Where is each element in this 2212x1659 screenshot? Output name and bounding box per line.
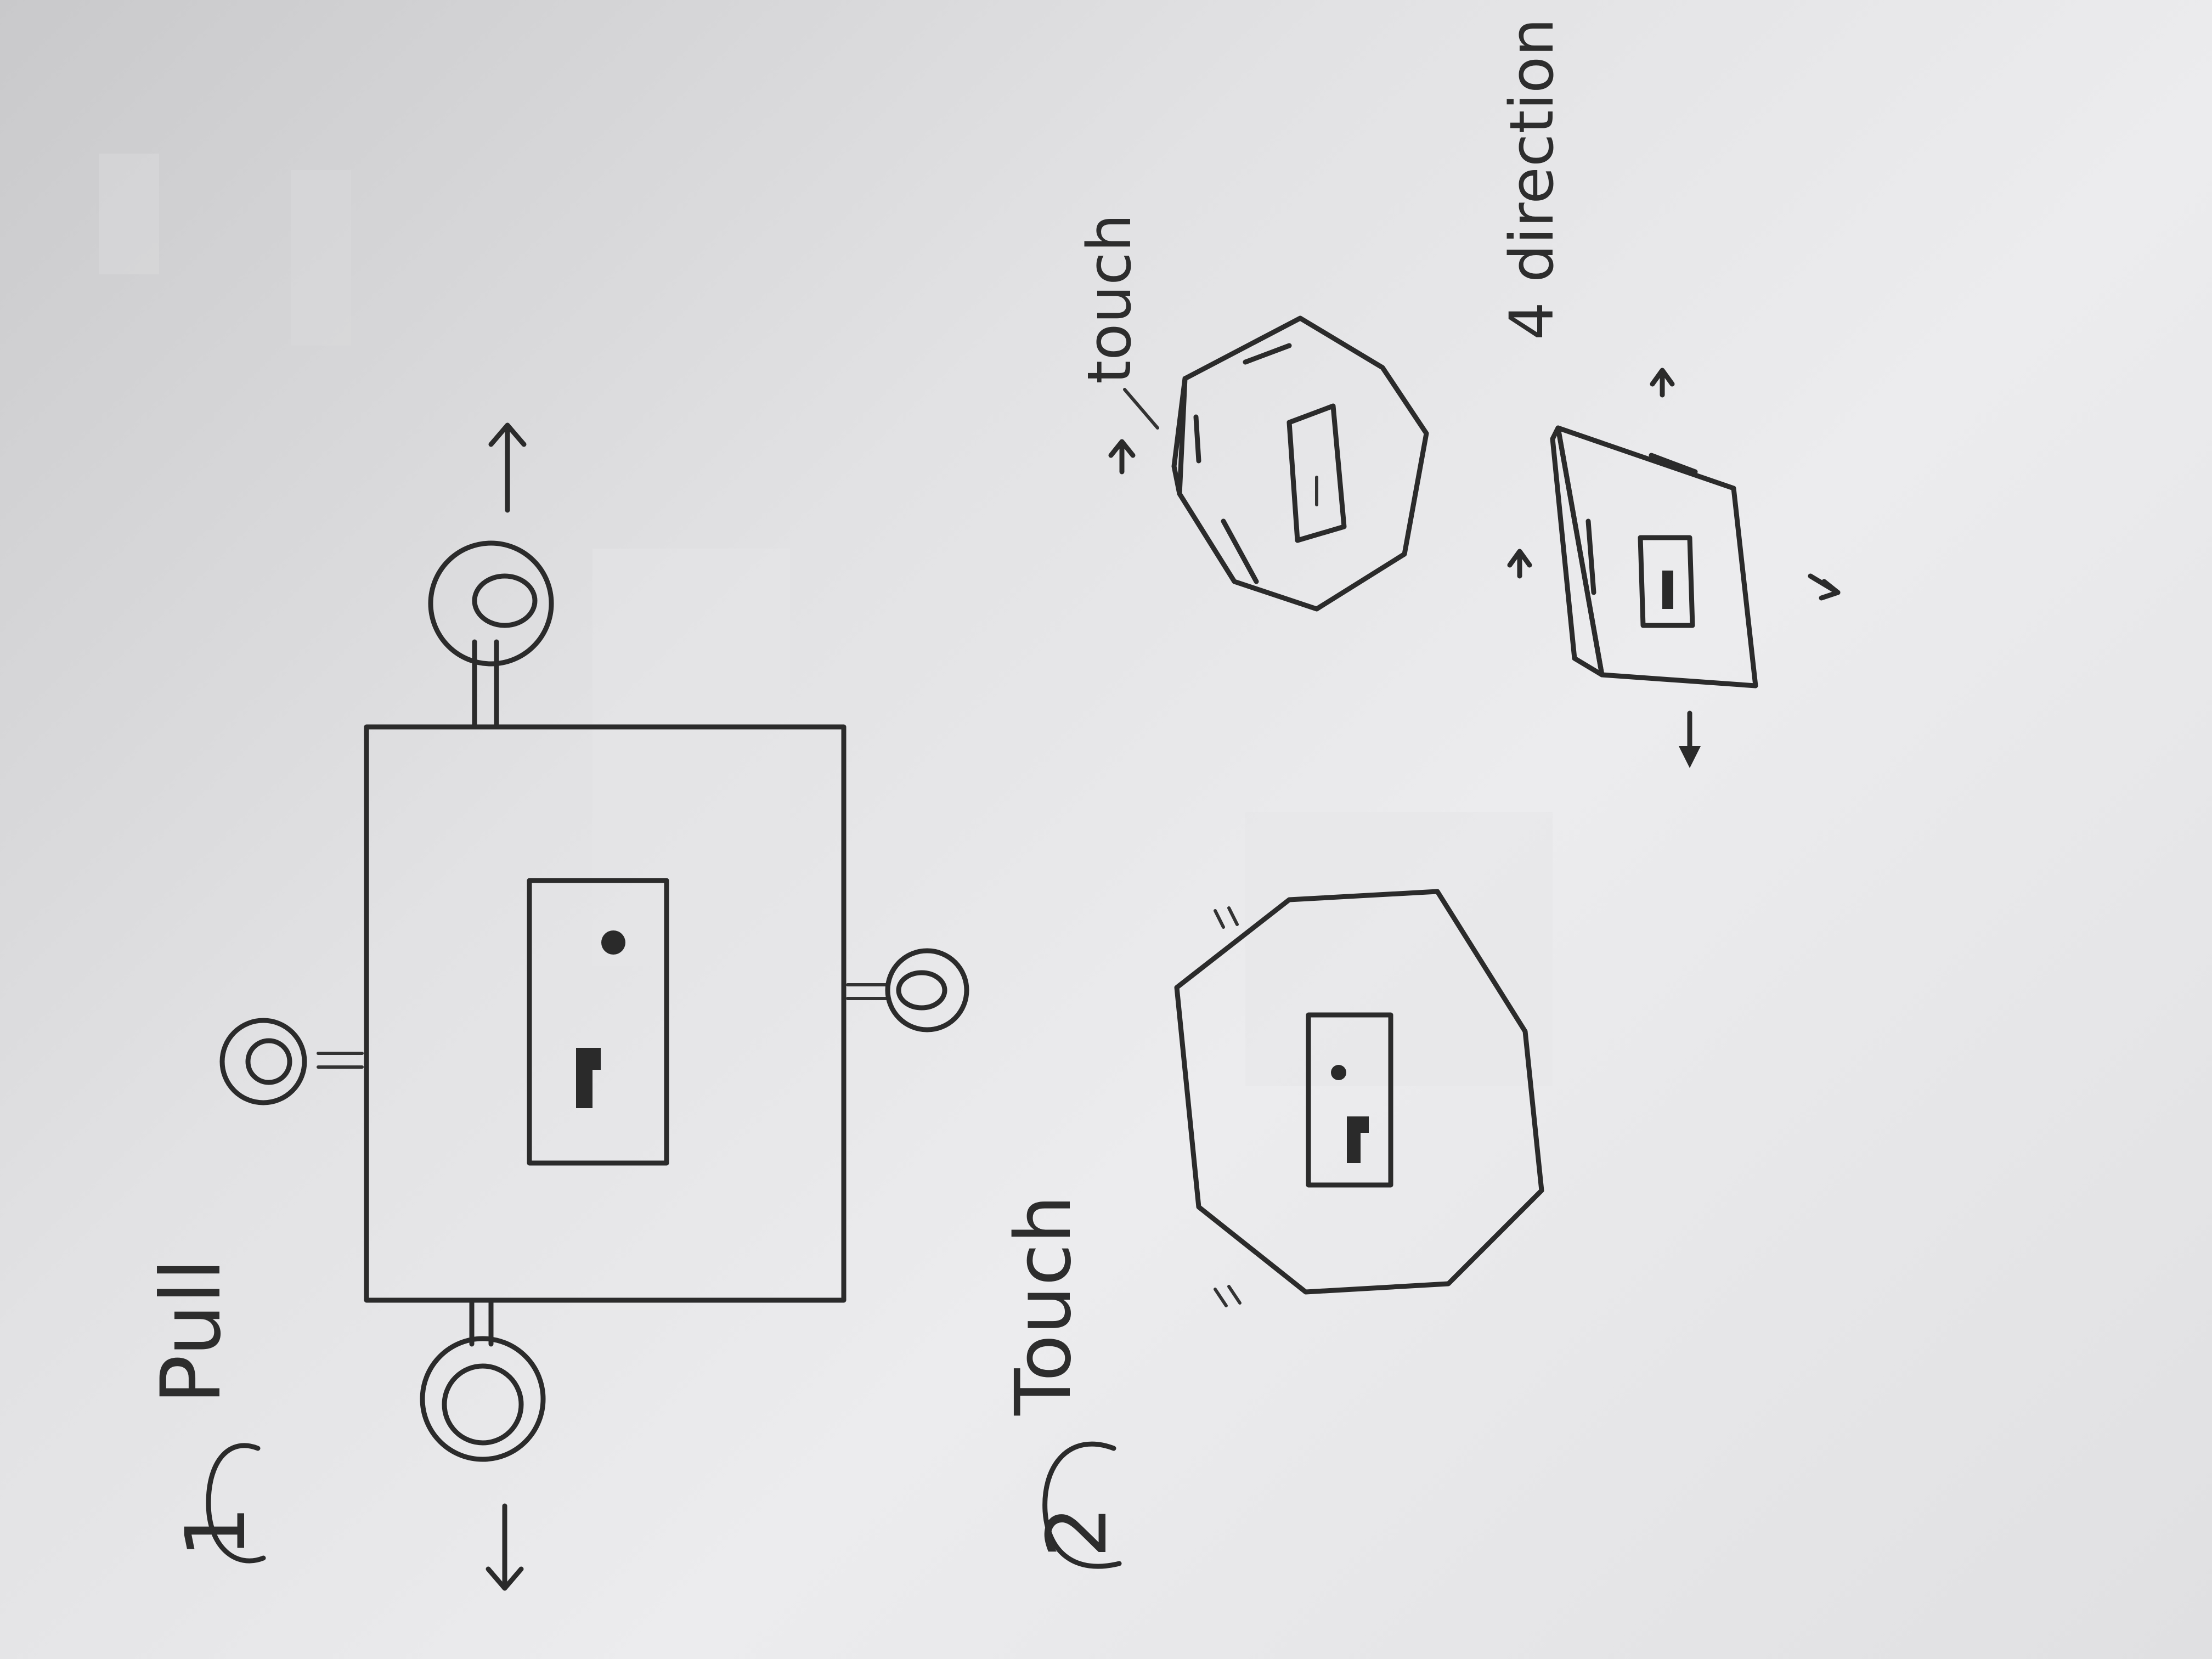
section-1-bracket	[206, 1443, 266, 1564]
screen-dot	[1331, 1065, 1346, 1080]
cube-screen	[1638, 535, 1695, 628]
section-2-heading: 2 Touch	[999, 1195, 1125, 1569]
section-1-label: Pull	[144, 1259, 239, 1404]
direction-label: 4 direction	[1497, 18, 1567, 340]
pull-device-screen	[527, 878, 669, 1166]
arrow-right	[1808, 573, 1841, 601]
pull-ring-right	[846, 948, 969, 1032]
tape-mark	[99, 154, 159, 274]
section-2-label: Touch	[999, 1195, 1088, 1416]
cube-slot	[1649, 453, 1698, 475]
pull-device	[219, 422, 969, 1591]
tap-marks	[1214, 906, 1239, 929]
tape-mark	[592, 549, 790, 966]
four-direction-device: 4 direction	[1497, 18, 1841, 768]
screen-icon	[1662, 571, 1673, 609]
section-1-number: 1	[168, 1506, 264, 1558]
prism-edge	[1171, 376, 1188, 496]
tap-marks	[1214, 1285, 1242, 1307]
octagon-outline	[1174, 889, 1544, 1295]
touch-pointer	[1123, 388, 1159, 430]
section-2-number: 2	[1030, 1506, 1125, 1558]
tape-mark	[291, 170, 351, 346]
prism-slot	[1221, 518, 1259, 584]
octagon-screen	[1306, 1012, 1393, 1188]
arrow-left	[1507, 549, 1532, 579]
tape-mark	[1245, 812, 1553, 1086]
prism-slot	[1193, 414, 1201, 464]
screen-icon	[1347, 1116, 1369, 1163]
screen-dot	[601, 930, 625, 955]
pull-device-body	[364, 724, 847, 1303]
cube-side-face	[1550, 425, 1605, 678]
touch-octagon-device	[1174, 889, 1544, 1307]
arrow-up	[1108, 439, 1136, 475]
section-1-heading: 1 Pull	[144, 1259, 266, 1564]
arrow-down	[486, 1503, 524, 1591]
section-2-bracket	[1042, 1441, 1122, 1569]
prism-slot	[1243, 343, 1292, 365]
pull-ring-left	[219, 1018, 364, 1105]
cube-slot	[1585, 518, 1596, 595]
prism-screen	[1286, 403, 1347, 543]
cube-front-face	[1555, 425, 1758, 689]
screen-icon	[576, 1048, 601, 1108]
touch-label: touch	[1074, 214, 1144, 384]
pull-ring-top	[428, 540, 554, 730]
touch-prism-device: touch	[1074, 214, 1429, 612]
arrow-up	[488, 422, 527, 513]
arrow-up	[1650, 368, 1675, 398]
arrow-down	[1679, 710, 1701, 768]
prism-top-face	[1177, 315, 1429, 612]
pull-ring-bottom	[420, 1297, 546, 1462]
